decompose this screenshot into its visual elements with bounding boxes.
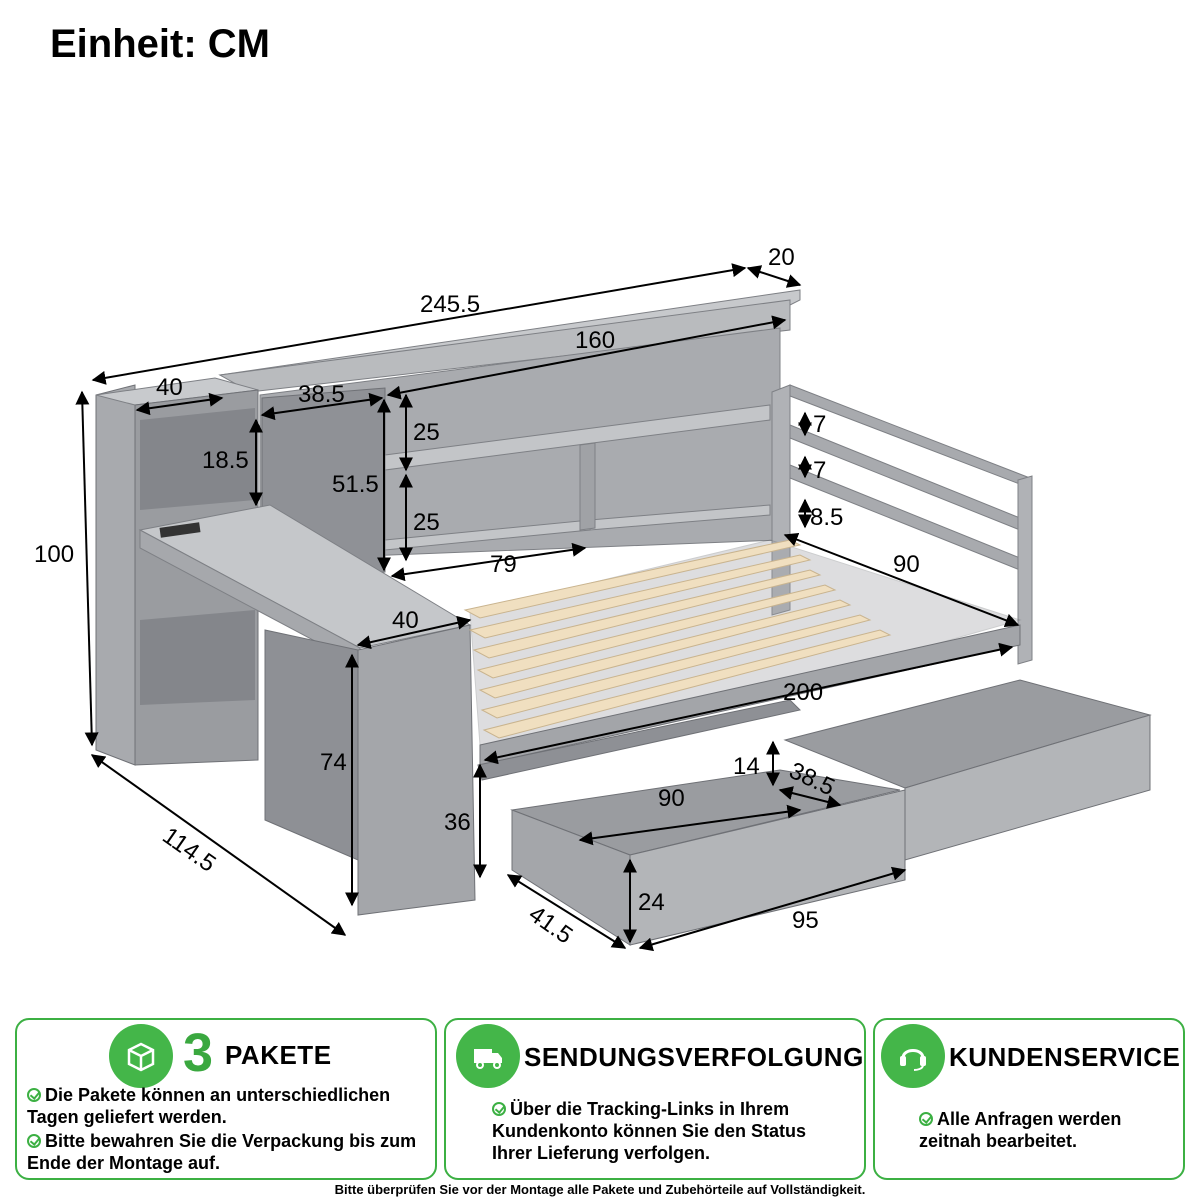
dim-drawer-inner-width: 90 — [658, 785, 685, 812]
dim-depth-top: 20 — [768, 244, 795, 271]
packages-card: 3 PAKETE Die Pakete können an unterschie… — [15, 1018, 437, 1180]
dim-shelf-upper: 25 — [413, 419, 440, 446]
dim-drawer-inner-height: 14 — [733, 753, 760, 780]
headset-icon — [881, 1024, 945, 1088]
dim-rail-gap-3: 8.5 — [810, 504, 843, 531]
dim-middle-height: 51.5 — [332, 471, 379, 498]
packages-bullet-2: Bitte bewahren Sie die Verpackung bis zu… — [27, 1131, 417, 1173]
dim-rail-gap-2: 7 — [813, 457, 826, 484]
check-icon — [27, 1088, 41, 1102]
dim-shelf-width: 160 — [575, 327, 615, 354]
customer-service-bullet-1: Alle Anfragen werden zeitnah bearbeitet. — [919, 1109, 1122, 1151]
dim-shelf-lower: 25 — [413, 509, 440, 536]
dim-rail-gap-1: 7 — [813, 411, 826, 438]
dim-desk-depth: 40 — [392, 607, 419, 634]
package-count: 3 — [183, 1023, 214, 1083]
footer-note: Bitte überprüfen Sie vor der Montage all… — [334, 1182, 866, 1197]
package-icon — [109, 1024, 173, 1088]
bed-illustration — [95, 289, 1152, 946]
dim-shelf-bottom-width: 79 — [490, 551, 517, 578]
packages-bullet-1: Die Pakete können an unterschiedlichen T… — [27, 1085, 391, 1127]
dim-bed-height: 36 — [444, 809, 471, 836]
delivery-truck-icon — [456, 1024, 520, 1088]
dim-bed-width: 90 — [893, 551, 920, 578]
check-icon — [492, 1102, 506, 1116]
dim-total-depth: 114.5 — [157, 822, 220, 878]
tracking-title: SENDUNGSVERFOLGUNG — [524, 1042, 864, 1072]
dim-drawer-width: 95 — [792, 907, 819, 934]
customer-service-title: KUNDENSERVICE — [949, 1042, 1181, 1072]
dim-desk-height: 74 — [320, 749, 347, 776]
dim-drawer-height: 24 — [638, 889, 665, 916]
dim-total-width: 245.5 — [420, 291, 480, 318]
check-icon — [27, 1134, 41, 1148]
dim-left-tower-width: 40 — [156, 374, 183, 401]
dim-total-height: 100 — [34, 541, 74, 568]
dim-bed-length: 200 — [783, 679, 823, 706]
tracking-card: SENDUNGSVERFOLGUNG Über die Tracking-Lin… — [444, 1018, 866, 1180]
dim-middle-width: 38.5 — [298, 381, 345, 408]
dim-drawer-depth: 41.5 — [524, 901, 578, 950]
packages-title: PAKETE — [225, 1040, 332, 1070]
customer-service-card: KUNDENSERVICE Alle Anfragen werden zeitn… — [873, 1018, 1185, 1180]
bed-dimension-diagram: 245.5 20 40 38.5 160 100 18.5 51.5 25 25… — [34, 244, 1152, 952]
unit-title: Einheit: CM — [50, 22, 270, 66]
check-icon — [919, 1112, 933, 1126]
dim-small-shelf-height: 18.5 — [202, 447, 249, 474]
tracking-bullet-1: Über die Tracking-Links in Ihrem Kundenk… — [492, 1099, 807, 1163]
dimension-labels: 245.5 20 40 38.5 160 100 18.5 51.5 25 25… — [34, 244, 920, 949]
